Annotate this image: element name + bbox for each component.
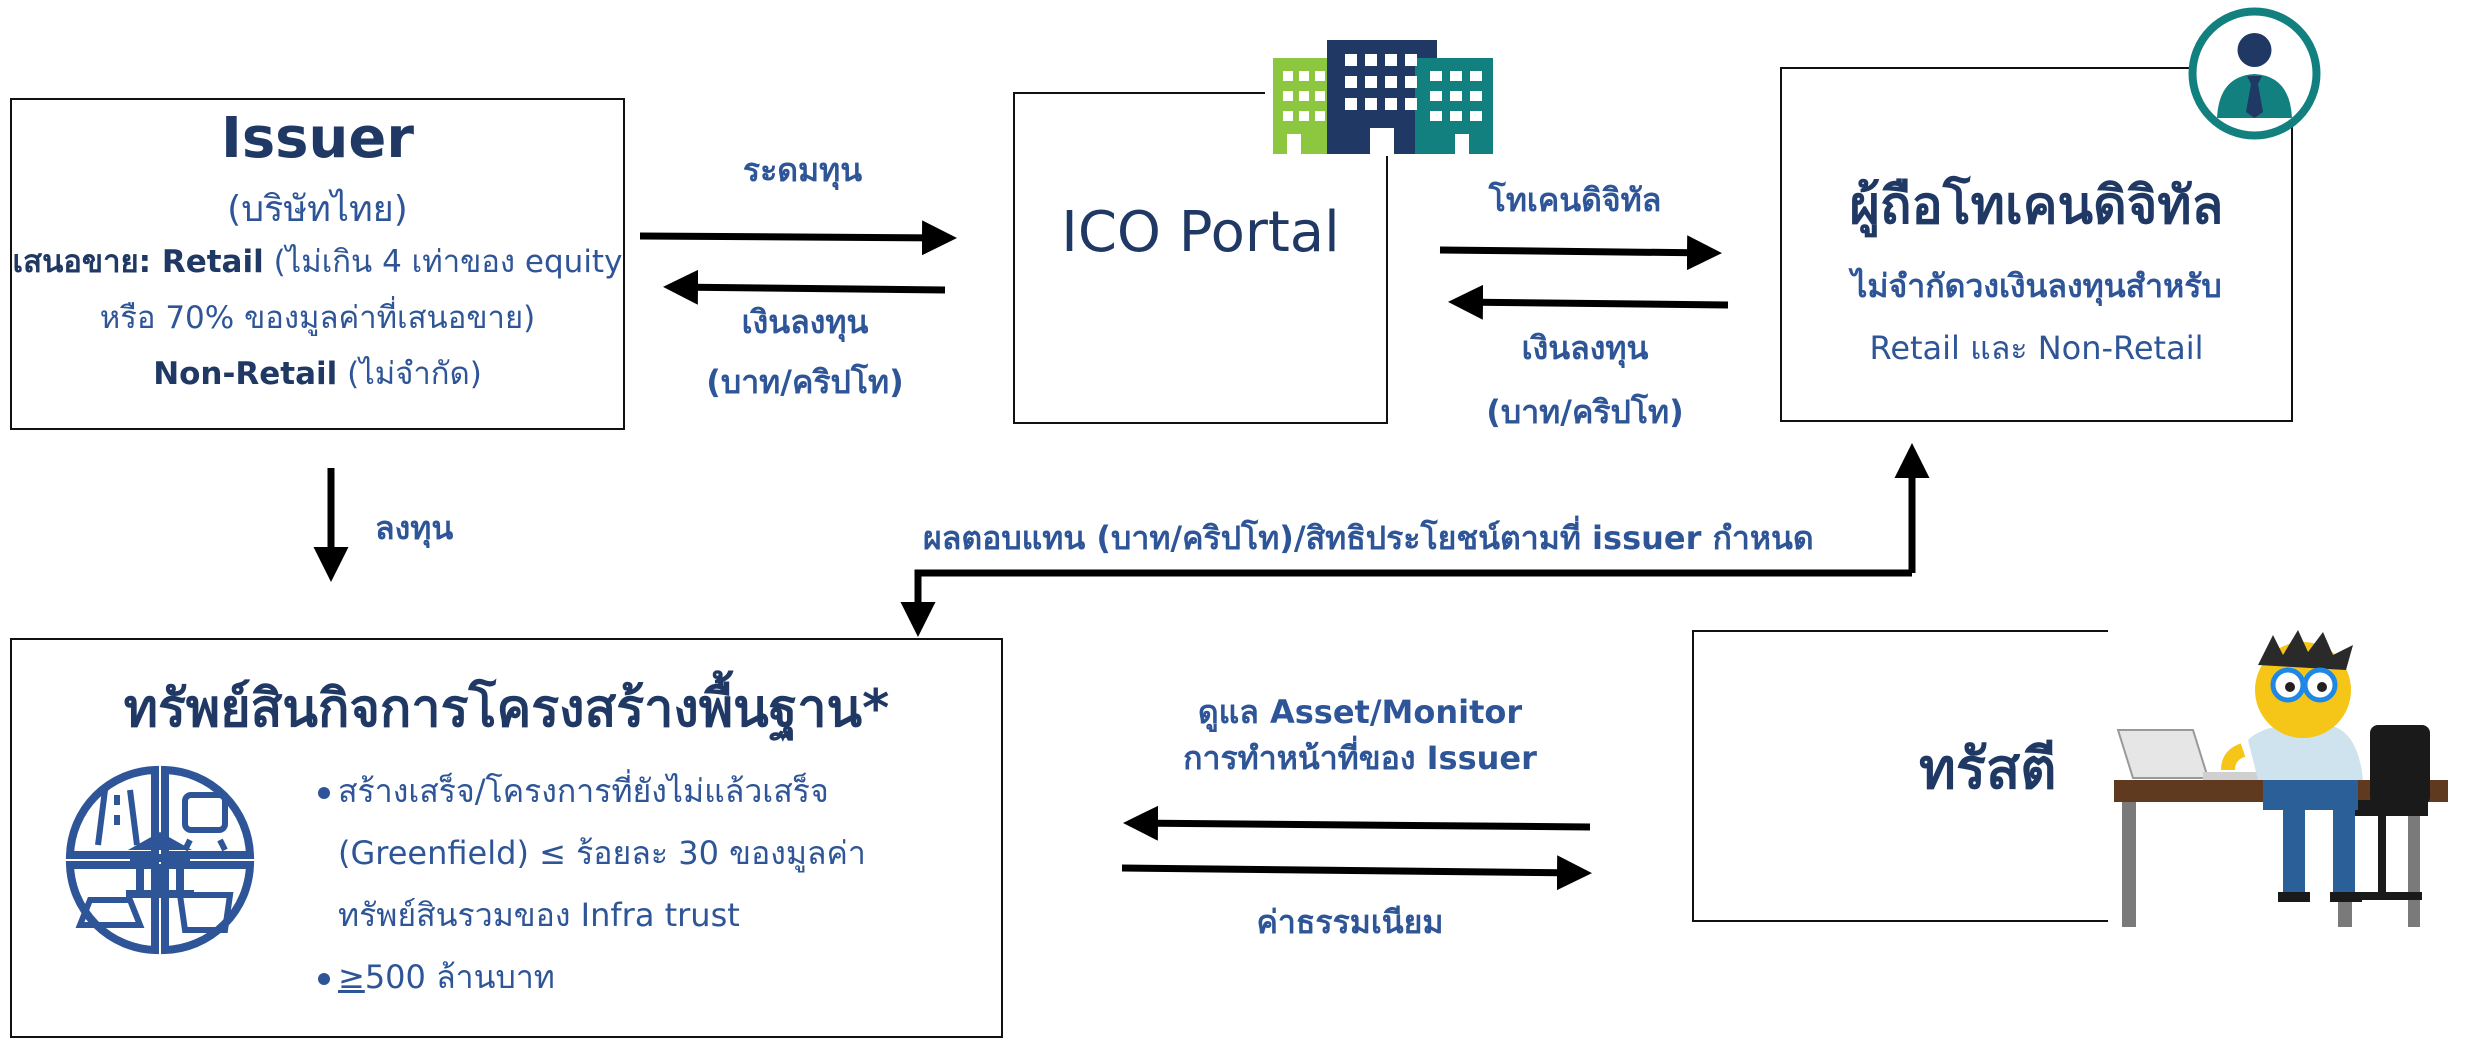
label-oversee-line-1: ดูแล Asset/Monitor [1197, 693, 1523, 731]
issuer-line-2: หรือ 70% ของมูลค่าที่เสนอขาย) [99, 300, 536, 336]
label-returns: ผลตอบแทน (บาท/คริปโท)/สิทธิประโยชน์ตามที… [923, 519, 1814, 557]
assets-bullet-1-line-2: (Greenfield) ≤ ร้อยละ 30 ของมูลค่า [338, 834, 866, 872]
assets-bullet-1: สร้างเสร็จ/โครงการที่ยังไม่แล้วเสร็จ (Gr… [318, 760, 866, 1008]
issuer-retail-limit: (ไม่เกิน 4 เท่าของ equity [263, 244, 623, 280]
bullet-dot-icon [318, 973, 330, 985]
label-baht-crypto-1: (บาท/คริปโท) [706, 363, 904, 401]
issuer-line-3: Non-Retail (ไม่จำกัด) [12, 348, 623, 398]
label-raise-funds: ระดมทุน [742, 151, 863, 189]
assets-bullet-1-line-1: สร้างเสร็จ/โครงการที่ยังไม่แล้วเสร็จ [338, 772, 829, 810]
infrastructure-assets-box: ทรัพย์สินกิจการโครงสร้างพื้นฐาน* สร้างเส… [10, 638, 1003, 1038]
person-avatar-icon [2188, 7, 2321, 140]
issuer-nonretail-label: Non-Retail [153, 356, 338, 392]
issuer-retail-label: เสนอขาย: Retail [12, 244, 264, 280]
buildings-icon [1265, 40, 1500, 156]
issuer-subtitle: (บริษัทไทย) [227, 189, 408, 230]
holder-line-2: Retail และ Non-Retail [1869, 329, 2204, 367]
arrow-holder-to-portal [1448, 284, 1729, 320]
arrow-assets-to-trustee [1121, 855, 1592, 891]
arrow-returns-to-assets [900, 569, 1912, 637]
trustee-title: ทรัสตี [1919, 737, 2057, 802]
assets-bullet-1-line-3: ทรัพย์สินรวมของ Infra trust [338, 896, 740, 934]
arrow-portal-to-issuer [663, 269, 946, 305]
label-fee: ค่าธรรมเนียม [1256, 903, 1444, 941]
issuer-box: Issuer (บริษัทไทย) เสนอขาย: Retail (ไม่เ… [10, 98, 625, 430]
label-oversee-line-2: การทำหน้าที่ของ Issuer [1183, 739, 1537, 777]
holder-line-1: ไม่จำกัดวงเงินลงทุนสำหรับ [1851, 267, 2222, 305]
token-holder-box: ผู้ถือโทเคนดิจิทัล ไม่จำกัดวงเงินลงทุนสำ… [1780, 67, 2293, 422]
label-invest: ลงทุน [375, 509, 454, 547]
trustee-at-desk-icon [2108, 630, 2453, 930]
ico-portal-title: ICO Portal [1061, 200, 1340, 265]
arrow-portal-to-holder [1439, 235, 1722, 271]
label-investment-money-1: เงินลงทุน [741, 303, 869, 341]
arrow-issuer-to-portal [639, 220, 957, 256]
label-digital-token: โทเคนดิจิทัล [1488, 181, 1662, 219]
label-baht-crypto-2: (บาท/คริปโท) [1486, 393, 1684, 431]
issuer-line-1: เสนอขาย: Retail (ไม่เกิน 4 เท่าของ equit… [12, 236, 623, 286]
infrastructure-icon [65, 765, 255, 955]
arrow-trustee-to-assets [1123, 805, 1591, 841]
label-investment-money-2: เงินลงทุน [1521, 329, 1649, 367]
bullet-dot-icon [318, 787, 330, 799]
assets-title: ทรัพย์สินกิจการโครงสร้างพื้นฐาน* [123, 679, 890, 739]
issuer-title: Issuer [221, 106, 414, 171]
holder-title: ผู้ถือโทเคนดิจิทัล [1849, 176, 2224, 236]
assets-bullet-2-symbol: ≥ [338, 958, 365, 996]
assets-bullet-2-text: 500 ล้านบาท [364, 958, 555, 996]
issuer-nonretail-limit: (ไม่จำกัด) [337, 356, 482, 392]
